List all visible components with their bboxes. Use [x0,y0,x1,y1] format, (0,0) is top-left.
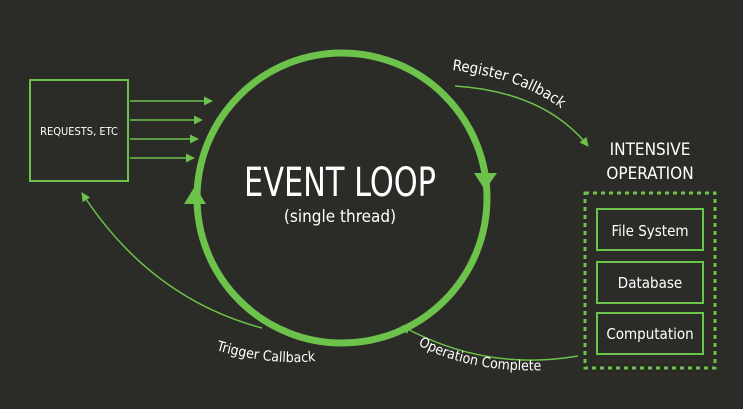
event-loop-title: EVENT LOOP [244,160,436,206]
operation-box-file-system [596,208,704,251]
requests-box [29,79,129,182]
operation-label-computation: Computation [606,325,693,343]
trigger-callback-label: Trigger Callback [214,338,317,366]
loop-arrowhead-up [184,186,206,204]
operation-label-database: Database [618,274,682,292]
operation-label-file-system: File System [611,222,688,240]
operation-box-computation [596,312,704,355]
request-arrows [130,96,213,163]
intensive-operation-title-line2: OPERATION [606,164,693,184]
intensive-operation-container [583,191,717,370]
loop-arrowhead-down [474,173,497,190]
requests-label: REQUESTS, ETC [40,125,118,138]
event-loop-subtitle: (single thread) [284,207,396,227]
operation-complete-label: Operation Complete [416,334,542,374]
register-callback-label: Register Callback [452,56,570,112]
operation-box-database [596,261,704,304]
intensive-operation-title-line1: INTENSIVE [610,140,691,160]
trigger-callback-arrow [81,192,263,329]
register-callback-arrow [454,85,589,147]
operation-complete-arrow [401,325,579,361]
